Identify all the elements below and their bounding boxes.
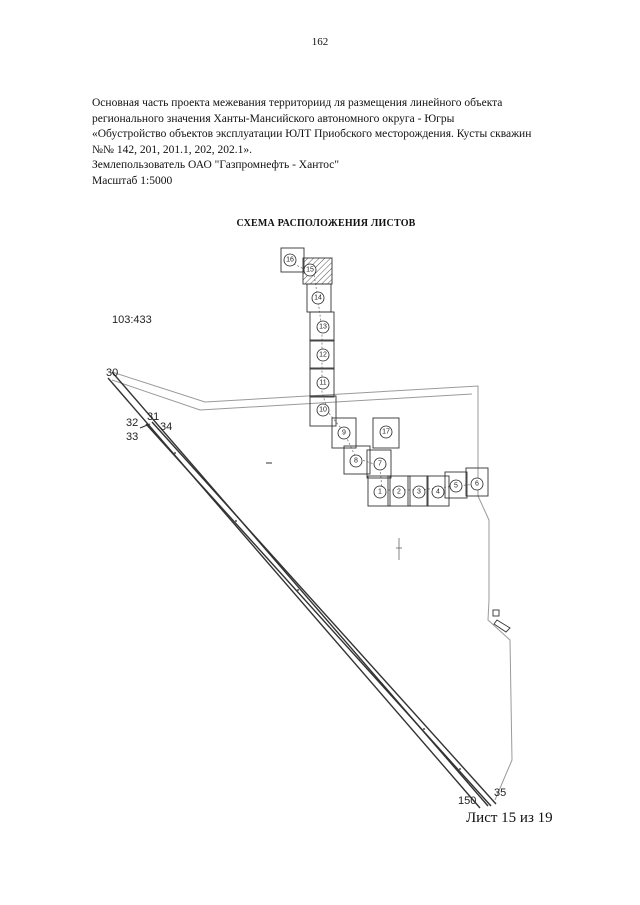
sheet-4-label: 4 [436,489,440,496]
header-line-6: Масштаб 1:5000 [92,174,173,187]
sheet-3-label: 3 [417,489,421,496]
sheet-6-label: 6 [475,481,479,488]
sheet-9-label: 9 [342,430,346,437]
vertical-marker [396,538,402,560]
sheet-10-label: 10 [319,407,327,414]
sheet-5-label: 5 [454,483,458,490]
sheet-2-label: 2 [397,489,401,496]
header-line-5: Землепользователь ОАО "Газпромнефть - Ха… [92,159,340,171]
corridor-tick [139,423,151,429]
sheet-16-label: 16 [286,257,294,264]
point-label-32: 32 [126,417,138,429]
sheet-frames [280,247,489,507]
header-line-2: регионального значения Ханты-Мансийского… [92,112,455,125]
point-label-33: 33 [126,431,138,443]
header-line-3: «Обустройство объектов эксплуатации ЮЛТ … [92,128,532,140]
point-label-34: 34 [160,421,172,433]
scheme-title: СХЕМА РАСПОЛОЖЕНИЯ ЛИСТОВ [236,218,416,229]
sheet-12-label: 12 [319,352,327,359]
sheet-11-label: 11 [319,380,326,387]
sheet-footer: Лист 15 из 19 [466,810,553,826]
point-label-35: 35 [494,787,506,799]
point-label-30: 30 [106,367,118,379]
sheet-1-label: 1 [378,489,382,496]
sheet-14-label: 14 [314,295,322,302]
document-header: Основная часть проекта межевания террито… [92,96,592,189]
sheet-numbers [283,253,484,499]
facility-symbol [492,609,511,633]
road-corridor [107,371,497,809]
point-label-31: 31 [147,411,159,423]
point-label-150: 150 [458,795,476,807]
land-boundary [111,371,513,801]
sheet-13-label: 13 [319,324,327,331]
sheet-17-label: 17 [382,429,390,436]
header-line-4: №№ 142, 201, 201.1, 202, 202.1». [92,143,252,156]
road-corridor-dots [174,452,461,770]
sheet-number-labels: 16 15 14 13 12 11 10 9 8 7 17 1 2 3 4 5 … [286,257,479,496]
sheet-15-label: 15 [306,267,314,274]
cadastral-label: 103:433 [112,314,152,326]
sheet-7-label: 7 [378,461,382,468]
sheet-8-label: 8 [354,458,358,465]
page-number: 162 [311,36,329,48]
header-line-1: Основная часть проекта межевания террито… [92,97,503,109]
